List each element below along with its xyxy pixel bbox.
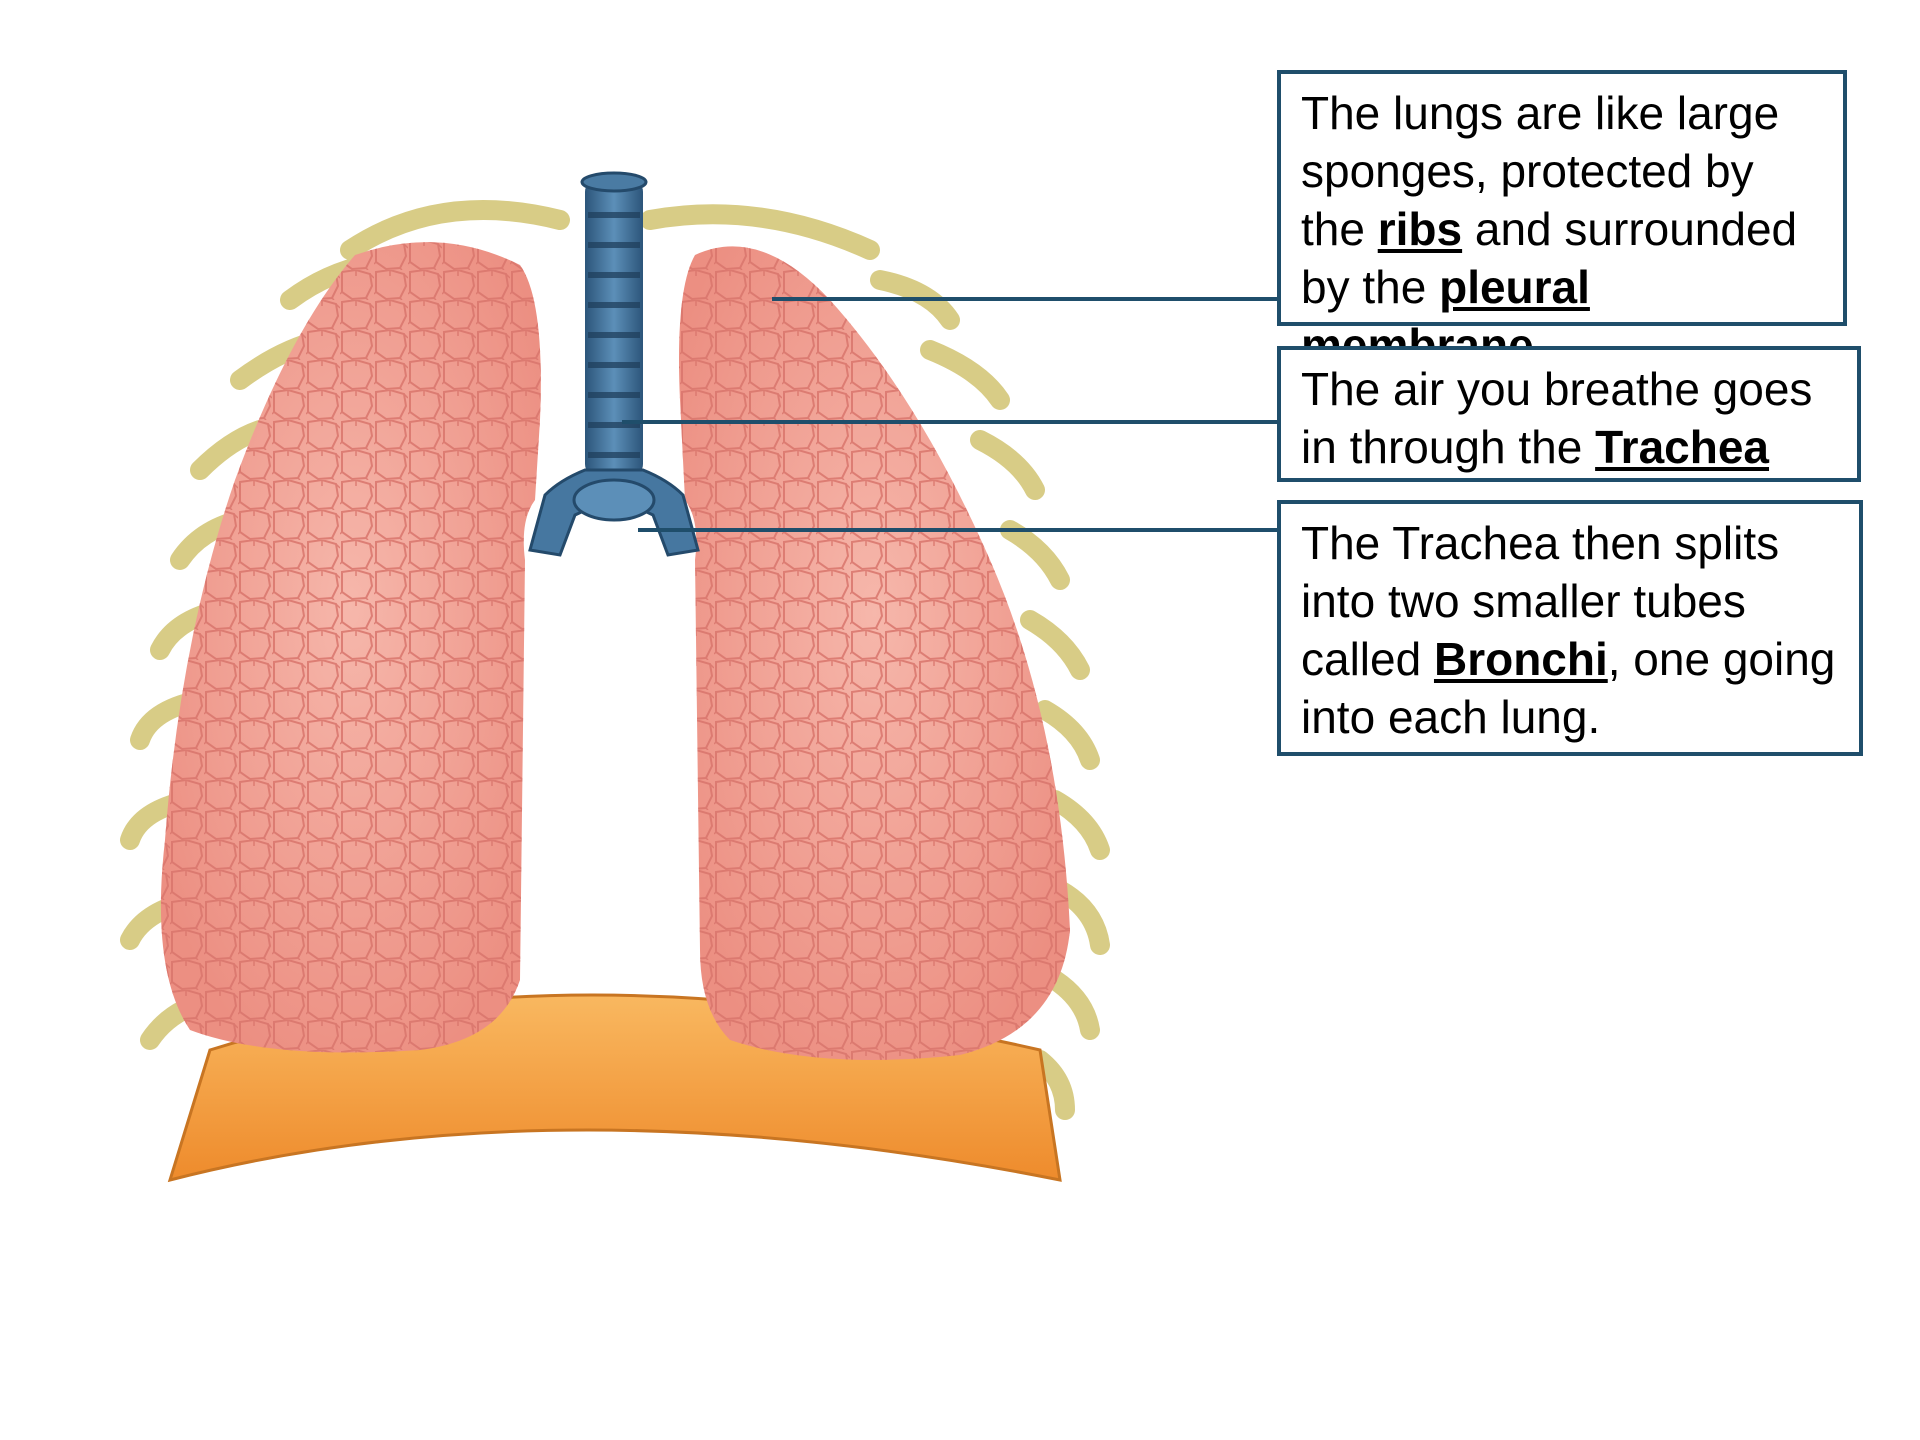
callout-lungs-text-2: and surrounded by the	[1301, 203, 1798, 313]
callout-bronchi-term-bronchi: Bronchi	[1433, 633, 1608, 685]
callout-lungs-text-1: The lungs are like large sponges, protec…	[1301, 87, 1780, 255]
callout-trachea-term-trachea: Trachea	[1595, 421, 1770, 473]
callout-bronchi-text-1: The Trachea then splits into two smaller…	[1301, 517, 1780, 685]
callout-lungs: The lungs are like large sponges, protec…	[1277, 70, 1847, 371]
trachea	[580, 171, 648, 478]
callout-lungs-term-ribs: ribs	[1377, 203, 1463, 255]
left-lung	[160, 242, 541, 1053]
ribs	[120, 200, 1110, 1120]
leader-lines	[622, 297, 1279, 532]
bronchi	[528, 468, 700, 557]
callout-bronchi: The Trachea then splits into two smaller…	[1277, 500, 1863, 756]
callout-trachea: The air you breathe goes in through the …	[1277, 346, 1861, 482]
right-lung	[679, 246, 1070, 1060]
callout-bronchi-text-2: , one going into each lung.	[1301, 633, 1836, 743]
callout-trachea-text-1: The air you breathe goes in through the	[1301, 363, 1813, 473]
